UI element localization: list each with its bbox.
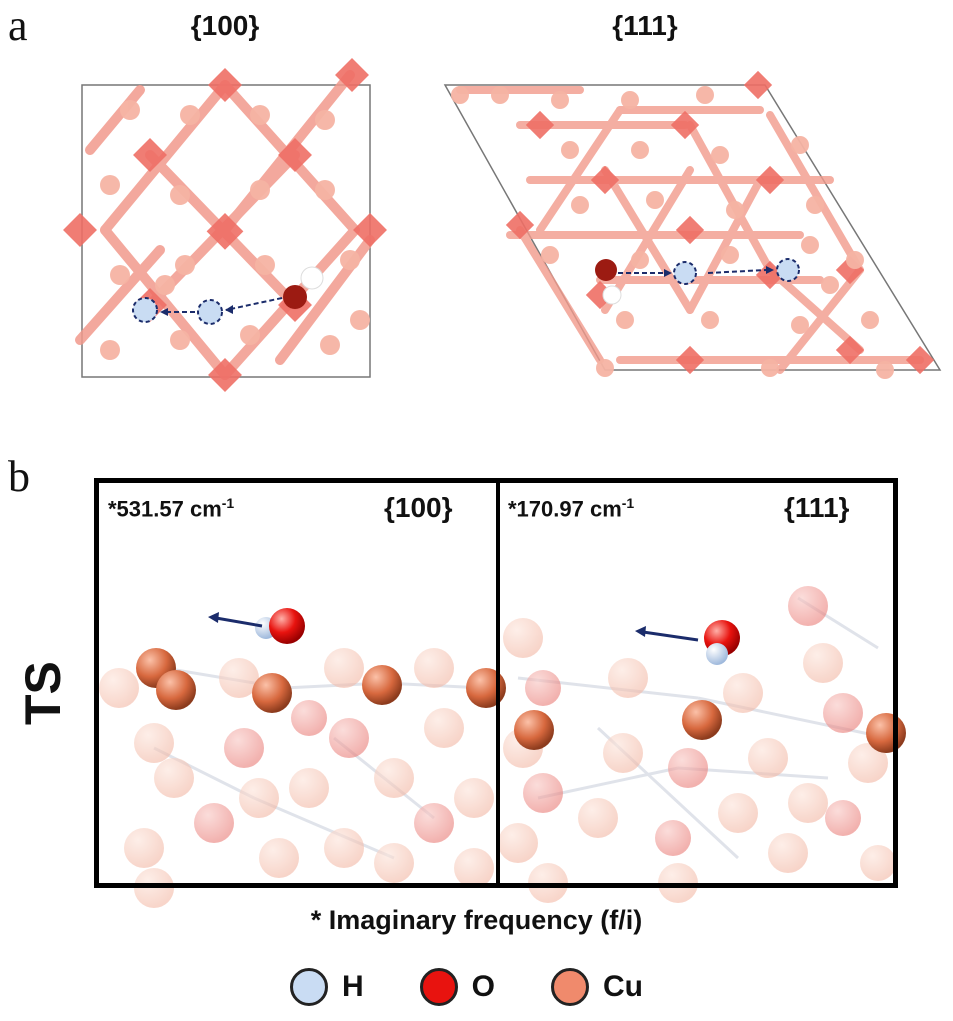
surface-100-top-view [63,58,387,392]
ts-100-oxygen [269,608,305,644]
legend-swatch-o [419,968,458,1006]
legend-item-cu: Cu [551,968,643,1006]
legend-swatch-cu [551,968,590,1006]
hydroxyl-hydrogen-111 [602,285,622,305]
o-atoms-111 [451,86,894,379]
hydroxyl-oxygen-111 [595,259,617,281]
legend-item-o: O [419,968,496,1006]
ts-row-label: TS [15,661,71,725]
vacancy-site-1 [132,297,158,323]
migration-arrow-4 [707,269,767,274]
ts-100-vibration-arrow-head [208,612,219,623]
lattice-bonds-111 [456,86,924,374]
ts-111-hydrogen [706,643,728,665]
ts-100-bulk-atoms [99,648,494,908]
vacancy-site-4 [776,258,800,282]
ts-111-vibration-arrow [642,630,699,642]
ts-111-frame [498,478,898,888]
ts-100-vibration-arrow [215,616,263,628]
migration-arrow-1 [225,297,283,311]
migration-arrow-head-3 [664,269,672,277]
panel-a-left-title: {100} [190,10,260,41]
panel-a-letter: a [8,1,28,50]
migration-arrow-head-2 [225,305,233,314]
panel-b-letter: b [8,452,30,501]
o-atoms-100 [100,100,370,360]
cu-nodes-111 [505,70,935,375]
ts-111-vibration-arrow-head [635,626,646,637]
ts-100-facet-label: {100} [384,492,453,523]
ts-100-frequency: *531.57 cm-1 [108,495,235,522]
ts-100-frame [94,478,498,888]
migration-arrow-head-4 [766,266,774,274]
imaginary-frequency-note: * Imaginary frequency (f/i) [310,905,643,935]
migration-arrow-head-1 [160,308,168,316]
surface-111-top-view [443,70,942,379]
hydroxyl-oxygen-100 [283,285,307,309]
ts-100-surface-cu-atoms [136,648,506,713]
atom-legend: H O Cu [290,968,643,1006]
ts-111-facet-label: {111} [784,492,850,523]
legend-label-o: O [471,970,496,1003]
vacancy-site-2 [197,299,223,325]
legend-label-cu: Cu [603,970,644,1003]
ts-111-bulk-atoms [498,586,896,903]
legend-swatch-h [290,968,328,1006]
legend-item-h: H [290,968,364,1006]
hydroxyl-hydrogen-100 [300,266,324,290]
panel-a-right-title: {111} [612,10,678,41]
vacancy-site-3 [673,261,697,285]
ts-111-frequency: *170.97 cm-1 [508,495,635,522]
legend-label-h: H [342,970,364,1003]
ts-100-side-view [99,608,506,908]
ts-111-side-view [498,586,906,903]
